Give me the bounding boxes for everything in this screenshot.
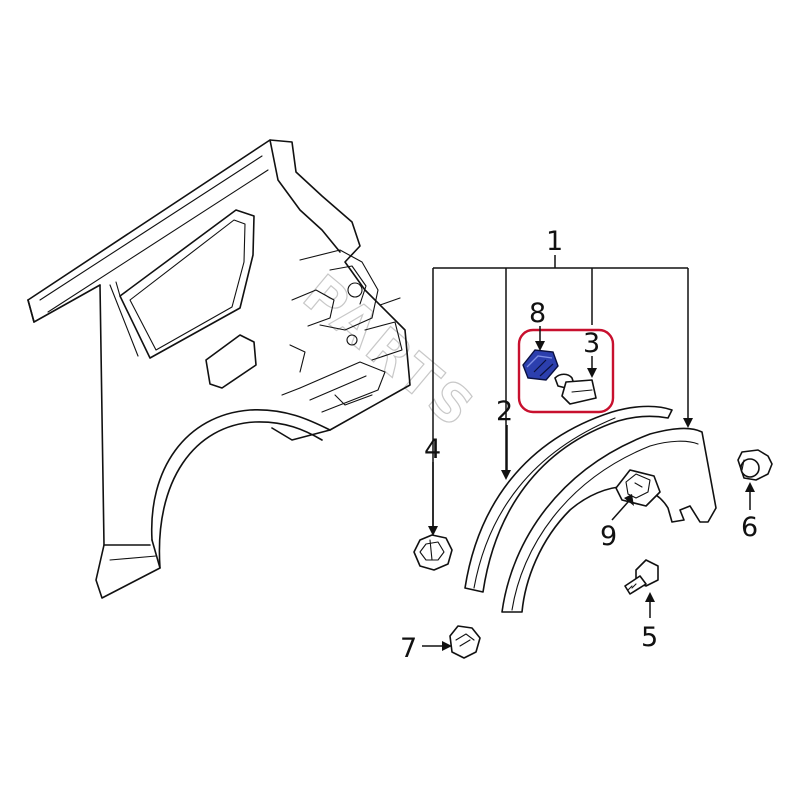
arrow-6: [745, 482, 755, 492]
arrowheads: [428, 341, 755, 651]
callout-5: 5: [641, 622, 658, 653]
leader-lines: [422, 255, 751, 647]
callout-2: 2: [496, 396, 513, 427]
callout-6: 6: [741, 512, 758, 543]
callout-3: 3: [583, 328, 600, 359]
part-6-grommet: [737, 449, 773, 481]
part-1-wheel-flare: [501, 427, 717, 613]
part-2-arch-moulding: [464, 405, 673, 593]
arrow-5: [645, 592, 655, 602]
part-4-clip: [413, 534, 453, 571]
watermark: PARTS: [291, 263, 487, 441]
arrow-9: [624, 494, 634, 506]
part-8-clip: [522, 349, 559, 381]
part-3-push-clip: [554, 373, 597, 405]
callout-1: 1: [546, 226, 563, 257]
watermark-text: PARTS: [292, 264, 487, 441]
callout-8: 8: [529, 298, 546, 329]
part-5-bolt: [624, 559, 659, 595]
arrow-8: [535, 341, 545, 351]
arrow-1a: [428, 526, 438, 536]
arrow-3: [587, 368, 597, 378]
arrow-7: [442, 641, 452, 651]
part-7-push-rivet: [449, 625, 481, 659]
callouts: 1 2 3 4 5 6 7 8 9: [400, 226, 758, 664]
highlight-frame: [517, 328, 615, 414]
callout-4: 4: [424, 434, 441, 465]
arrow-1c: [683, 418, 693, 428]
callout-7: 7: [400, 633, 417, 664]
arrow-1b: [501, 470, 511, 480]
quarter-panel: [27, 139, 411, 599]
callout-9: 9: [600, 521, 617, 552]
